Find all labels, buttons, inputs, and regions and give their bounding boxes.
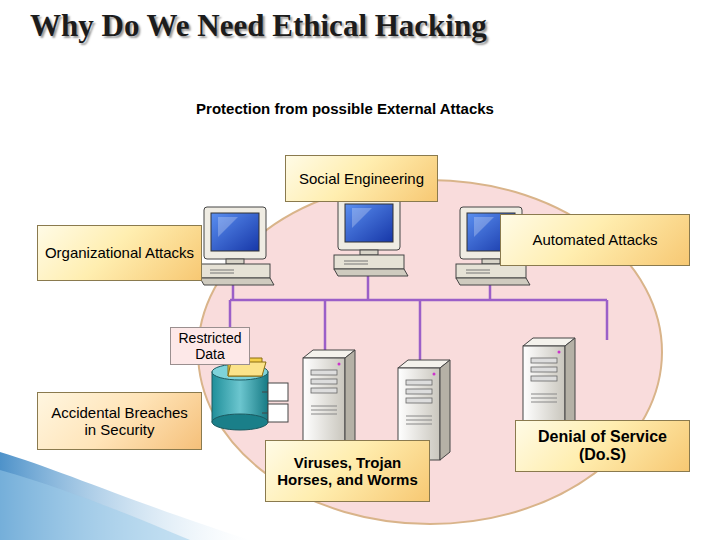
attack-box: Viruses, Trojan Horses, and Worms <box>265 440 430 502</box>
server-tower <box>303 350 355 450</box>
document-icon <box>262 383 288 422</box>
workstation <box>334 198 408 276</box>
corner-swoosh <box>0 470 190 540</box>
box-text: Restricted Data <box>177 330 243 362</box>
attack-box: Restricted Data <box>170 327 250 365</box>
box-text: Accidental Breaches in Security <box>44 404 195 439</box>
attack-box: Accidental Breaches in Security <box>37 392 202 450</box>
box-text: Organizational Attacks <box>45 244 194 261</box>
network-ellipse <box>198 180 662 524</box>
attack-box: Denial of Service (Do.S) <box>515 420 690 472</box>
slide-title: Why Do We Need Ethical Hacking <box>30 8 487 44</box>
box-text: Denial of Service (Do.S) <box>522 428 683 465</box>
box-text: Viruses, Trojan Horses, and Worms <box>272 454 423 489</box>
workstation <box>200 207 274 285</box>
attack-box: Social Engineering <box>285 155 438 202</box>
box-text: Automated Attacks <box>532 231 657 248</box>
subtitle-label: Protection from possible External Attack… <box>130 100 560 117</box>
box-text: Social Engineering <box>299 170 424 187</box>
attack-box: Organizational Attacks <box>37 225 202 281</box>
attack-box: Automated Attacks <box>500 214 690 266</box>
corner-swoosh <box>0 452 250 540</box>
